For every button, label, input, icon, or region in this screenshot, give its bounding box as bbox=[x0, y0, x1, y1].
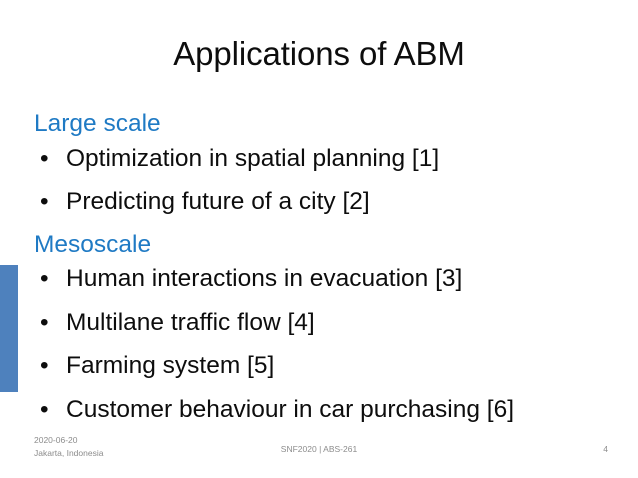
bullet-icon: • bbox=[40, 265, 49, 292]
list-item-label: Predicting future of a city [2] bbox=[66, 188, 370, 215]
slide-footer: 2020-06-20 Jakarta, Indonesia SNF2020 | … bbox=[0, 432, 638, 478]
page-title: Applications of ABM bbox=[173, 35, 465, 72]
bullet-icon: • bbox=[40, 188, 49, 215]
list-item: • Predicting future of a city [2] bbox=[34, 188, 620, 215]
list-item-label: Farming system [5] bbox=[66, 352, 275, 379]
list-item-label: Customer behaviour in car purchasing [6] bbox=[66, 395, 515, 423]
list-item: • Multilane traffic flow [4] bbox=[34, 308, 620, 336]
slide-body: Large scale • Optimization in spatial pl… bbox=[34, 110, 620, 423]
section-heading-large-scale: Large scale bbox=[34, 110, 161, 137]
bullet-icon: • bbox=[40, 395, 49, 423]
footer-date: 2020-06-20 bbox=[34, 435, 78, 445]
list-item-label: Optimization in spatial planning [1] bbox=[66, 144, 440, 172]
bullet-icon: • bbox=[40, 144, 49, 172]
left-accent-bar bbox=[0, 265, 18, 392]
list-item: • Optimization in spatial planning [1] bbox=[34, 144, 620, 172]
footer-location: Jakarta, Indonesia bbox=[34, 448, 104, 459]
list-item: • Customer behaviour in car purchasing [… bbox=[34, 395, 620, 423]
bullet-list-large-scale: • Optimization in spatial planning [1] •… bbox=[34, 144, 620, 215]
footer-conference-label: SNF2020 | ABS-261 bbox=[280, 444, 358, 454]
list-item: • Human interactions in evacuation [3] bbox=[34, 265, 620, 292]
list-item: • Farming system [5] bbox=[34, 352, 620, 379]
bullet-icon: • bbox=[40, 352, 49, 379]
footer-left-block: 2020-06-20 Jakarta, Indonesia bbox=[34, 434, 103, 460]
list-item-label: Human interactions in evacuation [3] bbox=[66, 265, 463, 292]
footer-page-number: 4 bbox=[603, 444, 608, 454]
section-heading-mesoscale: Mesoscale bbox=[34, 230, 152, 258]
bullet-icon: • bbox=[40, 308, 49, 336]
bullet-list-mesoscale: • Human interactions in evacuation [3] •… bbox=[34, 265, 620, 423]
list-item-label: Multilane traffic flow [4] bbox=[66, 308, 315, 336]
